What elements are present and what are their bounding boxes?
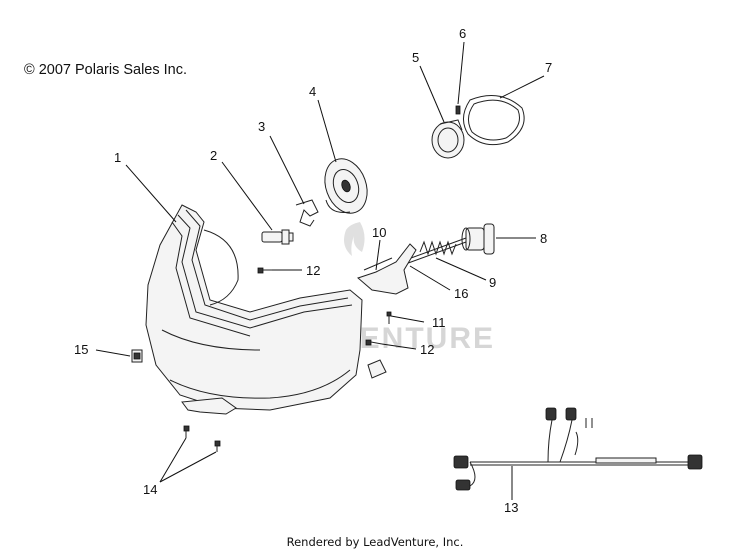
- callout-5: 5: [412, 50, 419, 65]
- callout-6: 6: [459, 26, 466, 41]
- screw-11: [386, 311, 392, 324]
- callout-4: 4: [309, 84, 316, 99]
- bulb-retaining-clip: [295, 199, 319, 227]
- callout-numbers: 1 2 3 4 5 6 7 8 9 10 11 12 12 13 14 15 1…: [74, 26, 552, 515]
- leader-lines: [95, 41, 545, 500]
- screw-12-upper: [257, 267, 272, 274]
- headlight-bulb: [261, 229, 294, 245]
- auxiliary-lamp: [431, 119, 465, 159]
- callout-9: 9: [489, 275, 496, 290]
- reflector-cap: [324, 158, 368, 214]
- screw-12-lower: [365, 339, 383, 346]
- callout-12-lower: 12: [420, 342, 434, 357]
- adjuster-knob: [461, 223, 495, 255]
- housing-clip: [131, 349, 143, 363]
- copyright-text: © 2007 Polaris Sales Inc.: [24, 62, 188, 78]
- screws: [183, 267, 392, 452]
- screw-14-left: [183, 425, 190, 438]
- callout-13: 13: [504, 500, 518, 515]
- headlight-housing: [145, 204, 387, 415]
- callout-11: 11: [432, 315, 446, 330]
- callout-16: 16: [454, 286, 468, 301]
- callout-7: 7: [545, 60, 552, 75]
- callout-12-upper: 12: [306, 263, 320, 278]
- adjuster-bracket: [357, 243, 417, 295]
- lamp-pin: [455, 105, 461, 115]
- lamp-gasket: [463, 95, 525, 146]
- callout-14: 14: [143, 482, 157, 497]
- callout-3: 3: [258, 119, 265, 134]
- callout-8: 8: [540, 231, 547, 246]
- footer-credit: Rendered by LeadVenture, Inc.: [286, 535, 464, 549]
- callout-2: 2: [210, 148, 217, 163]
- watermark-flame-icon: [344, 222, 365, 256]
- callout-15: 15: [74, 342, 88, 357]
- screw-14-right: [214, 440, 221, 452]
- wiring-harness: [453, 407, 703, 491]
- callout-1: 1: [114, 150, 121, 165]
- callout-10: 10: [372, 225, 386, 240]
